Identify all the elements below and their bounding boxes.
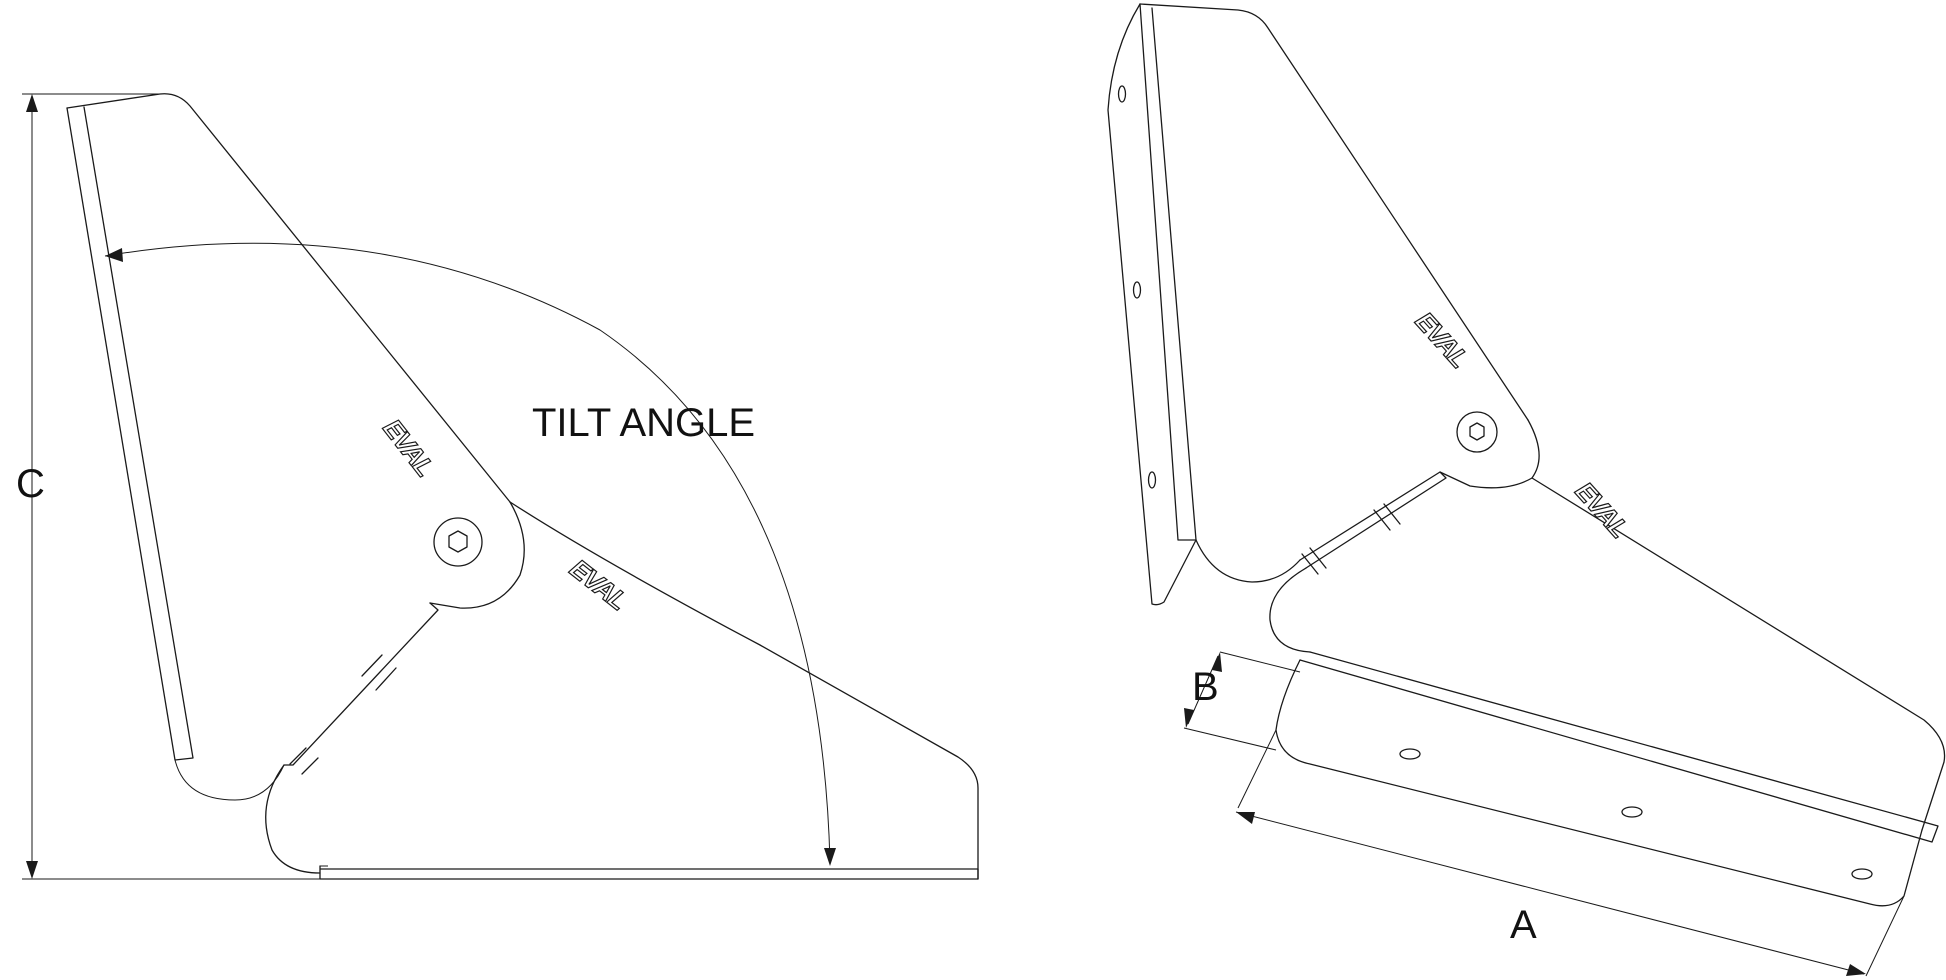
hinge (429, 501, 979, 880)
tilt-angle-label: TILT ANGLE (532, 401, 755, 445)
dim-b-lines (1183, 651, 1301, 751)
svg-text:EVAL: EVAL (1570, 476, 1635, 543)
side-view: EVAL EVAL TILT ANGLE C (16, 93, 979, 880)
svg-text:EVAL: EVAL (1410, 306, 1475, 373)
mounting-hole-icon (1621, 806, 1643, 818)
tilt-angle-dimension (104, 242, 836, 866)
support-strut (265, 602, 439, 874)
mounting-hole-icon (1132, 281, 1142, 299)
eval-logo-lower: EVAL (564, 552, 634, 616)
upright-flange (1107, 3, 1529, 606)
vertical-plate (66, 93, 511, 801)
eval-logo-upper: EVAL (377, 413, 441, 483)
hinge-bolt-icon (433, 517, 483, 567)
hex-socket-icon (1469, 422, 1485, 441)
eval-logo-lower: EVAL (1569, 475, 1635, 543)
dim-c-lines (22, 93, 320, 880)
svg-text:EVAL: EVAL (377, 413, 440, 482)
perspective-view: EVAL EVAL B A (1107, 3, 1946, 977)
base-plate (319, 865, 979, 880)
diagonal-web (1531, 477, 1946, 831)
eval-logo-upper: EVAL (1409, 305, 1475, 373)
base-flange (1275, 651, 1939, 907)
hinge-bolt-icon (1456, 411, 1498, 453)
hex-socket-icon (448, 530, 468, 553)
dim-a-lines (1235, 729, 1905, 977)
perspective-strut (1269, 471, 1447, 653)
dim-b-label: B (1192, 665, 1219, 709)
dim-a-label: A (1510, 903, 1537, 947)
svg-text:EVAL: EVAL (564, 553, 633, 616)
mounting-hole-icon (1851, 868, 1873, 880)
mounting-hole-icon (1147, 471, 1157, 489)
mounting-hole-icon (1117, 85, 1127, 103)
mounting-hole-icon (1399, 748, 1421, 760)
perspective-hinge (1195, 411, 1540, 583)
dim-c-label: C (16, 462, 45, 506)
